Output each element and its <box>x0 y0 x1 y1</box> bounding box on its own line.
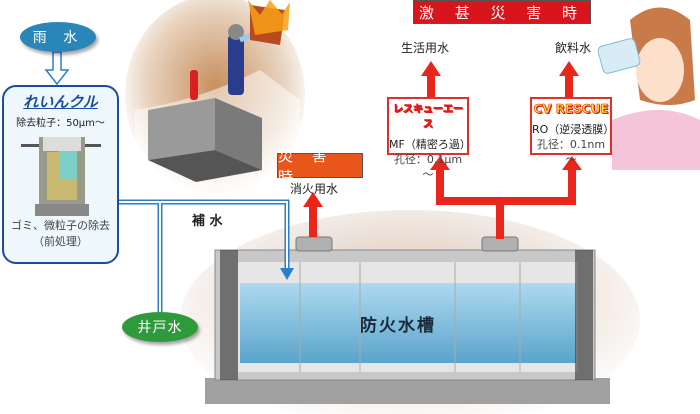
fire-water-tank-illustration <box>205 236 610 404</box>
supply-arrowhead <box>280 268 294 280</box>
supply-label: 補 水 <box>192 214 223 229</box>
pretreatment-particle: 除去粒子：50μm～ <box>16 118 105 129</box>
pretreatment-description-sub: （前処理） <box>33 235 88 248</box>
severe-disaster-banner-text: 激 甚 災 害 時 <box>418 3 586 22</box>
well-water-source: 井戸水 <box>122 312 198 342</box>
mf-product-name: レスキューエース <box>393 104 464 131</box>
pretreatment-description: ゴミ、微粒子の除去 <box>11 219 110 232</box>
pretreatment-tank-icon <box>20 137 101 216</box>
ro-filter-box: CV RESCUE RO（逆浸透膜） 孔径：0.1nm～ <box>530 97 615 166</box>
woman-drinking-illustration <box>597 7 700 170</box>
rain-down-arrow <box>44 51 70 86</box>
rain-water-source: 雨 水 <box>20 22 96 52</box>
daily-water-use: 生活用水 <box>401 41 450 55</box>
rain-label: 雨 水 <box>32 30 84 46</box>
disaster-banner-text: 災 害 時 <box>278 146 334 186</box>
tank-label: 防火水槽 <box>360 316 436 336</box>
ro-method: RO（逆浸透膜） <box>532 123 615 136</box>
drinking-water-use: 飲料水 <box>555 41 592 55</box>
pretreatment-name: れいんクル <box>23 93 98 111</box>
mf-pore-size: 孔径：0.1μm～ <box>393 153 463 181</box>
fire-water-use: 消火用水 <box>290 182 339 196</box>
disaster-banner: 災 害 時 <box>277 147 363 186</box>
well-label: 井戸水 <box>137 320 183 336</box>
mf-method: MF（精密ろ過） <box>389 138 471 151</box>
flow-arrows <box>303 61 582 239</box>
pretreatment-box: れいんクル 除去粒子：50μm～ ゴミ、微粒子の除去 （前処理） <box>2 85 119 264</box>
firefighter-illustration <box>125 0 305 195</box>
ro-pore-size: 孔径：0.1nm～ <box>536 138 606 166</box>
ro-product-name: CV RESCUE <box>533 102 609 117</box>
severe-disaster-banner: 激 甚 災 害 時 <box>413 0 591 24</box>
mf-filter-box: レスキューエース MF（精密ろ過） 孔径：0.1μm～ <box>387 97 471 181</box>
